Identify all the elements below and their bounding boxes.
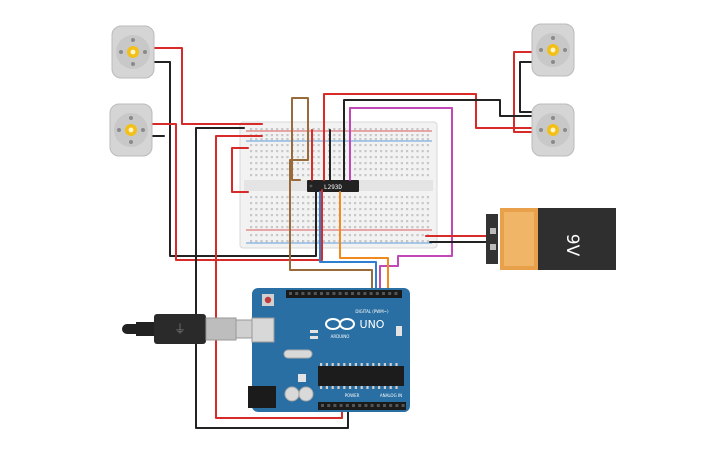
wire-black-motor-tr <box>519 61 533 113</box>
digital-header-label: DIGITAL (PWM~) <box>355 309 389 314</box>
wire-red-left-rail <box>231 147 249 193</box>
battery-label: 9V <box>562 234 582 257</box>
arduino-brand-label: ARDUINO <box>331 334 350 339</box>
wire-brown <box>289 97 373 293</box>
wire-red-motor-tl <box>151 47 263 125</box>
wire-orange <box>339 191 389 293</box>
wire-red-motor-ml <box>151 123 323 261</box>
usb-icon: ⏚ <box>174 322 186 336</box>
wire-red-motor-mr <box>323 93 533 181</box>
arduino-model-label: UNO <box>360 318 385 331</box>
motor-mid-right <box>531 103 575 157</box>
breadboard-holes <box>250 128 429 243</box>
wire-red-motor-tr <box>513 51 533 133</box>
arduino-pins <box>289 292 405 407</box>
microcontroller-legs <box>320 363 398 389</box>
battery-9v: 9V <box>486 208 616 270</box>
wires <box>151 47 533 429</box>
wire-black-motor-mr <box>343 99 533 181</box>
wire-blue <box>319 191 377 293</box>
analog-header-label: ANALOG IN <box>380 393 402 398</box>
wire-black-ground <box>195 127 349 429</box>
usb-cable: ⏚ <box>122 314 257 344</box>
arduino-logo-icon <box>325 318 355 330</box>
motor-mid-left <box>109 103 153 157</box>
motor-top-left <box>111 25 155 79</box>
driver-chip-label: L293D <box>324 184 342 191</box>
arduino-uno: UNO ARDUINO DIGITAL (PWM~) POWER ANALOG … <box>248 288 410 412</box>
power-header-label: POWER <box>345 393 360 398</box>
wire-black-motor-tl <box>151 61 317 257</box>
driver-chip: L293D <box>307 180 359 192</box>
wire-magenta <box>349 107 453 293</box>
wire-red-power <box>215 135 343 419</box>
microcontroller-chip <box>318 366 404 386</box>
motor-top-right <box>531 23 575 77</box>
